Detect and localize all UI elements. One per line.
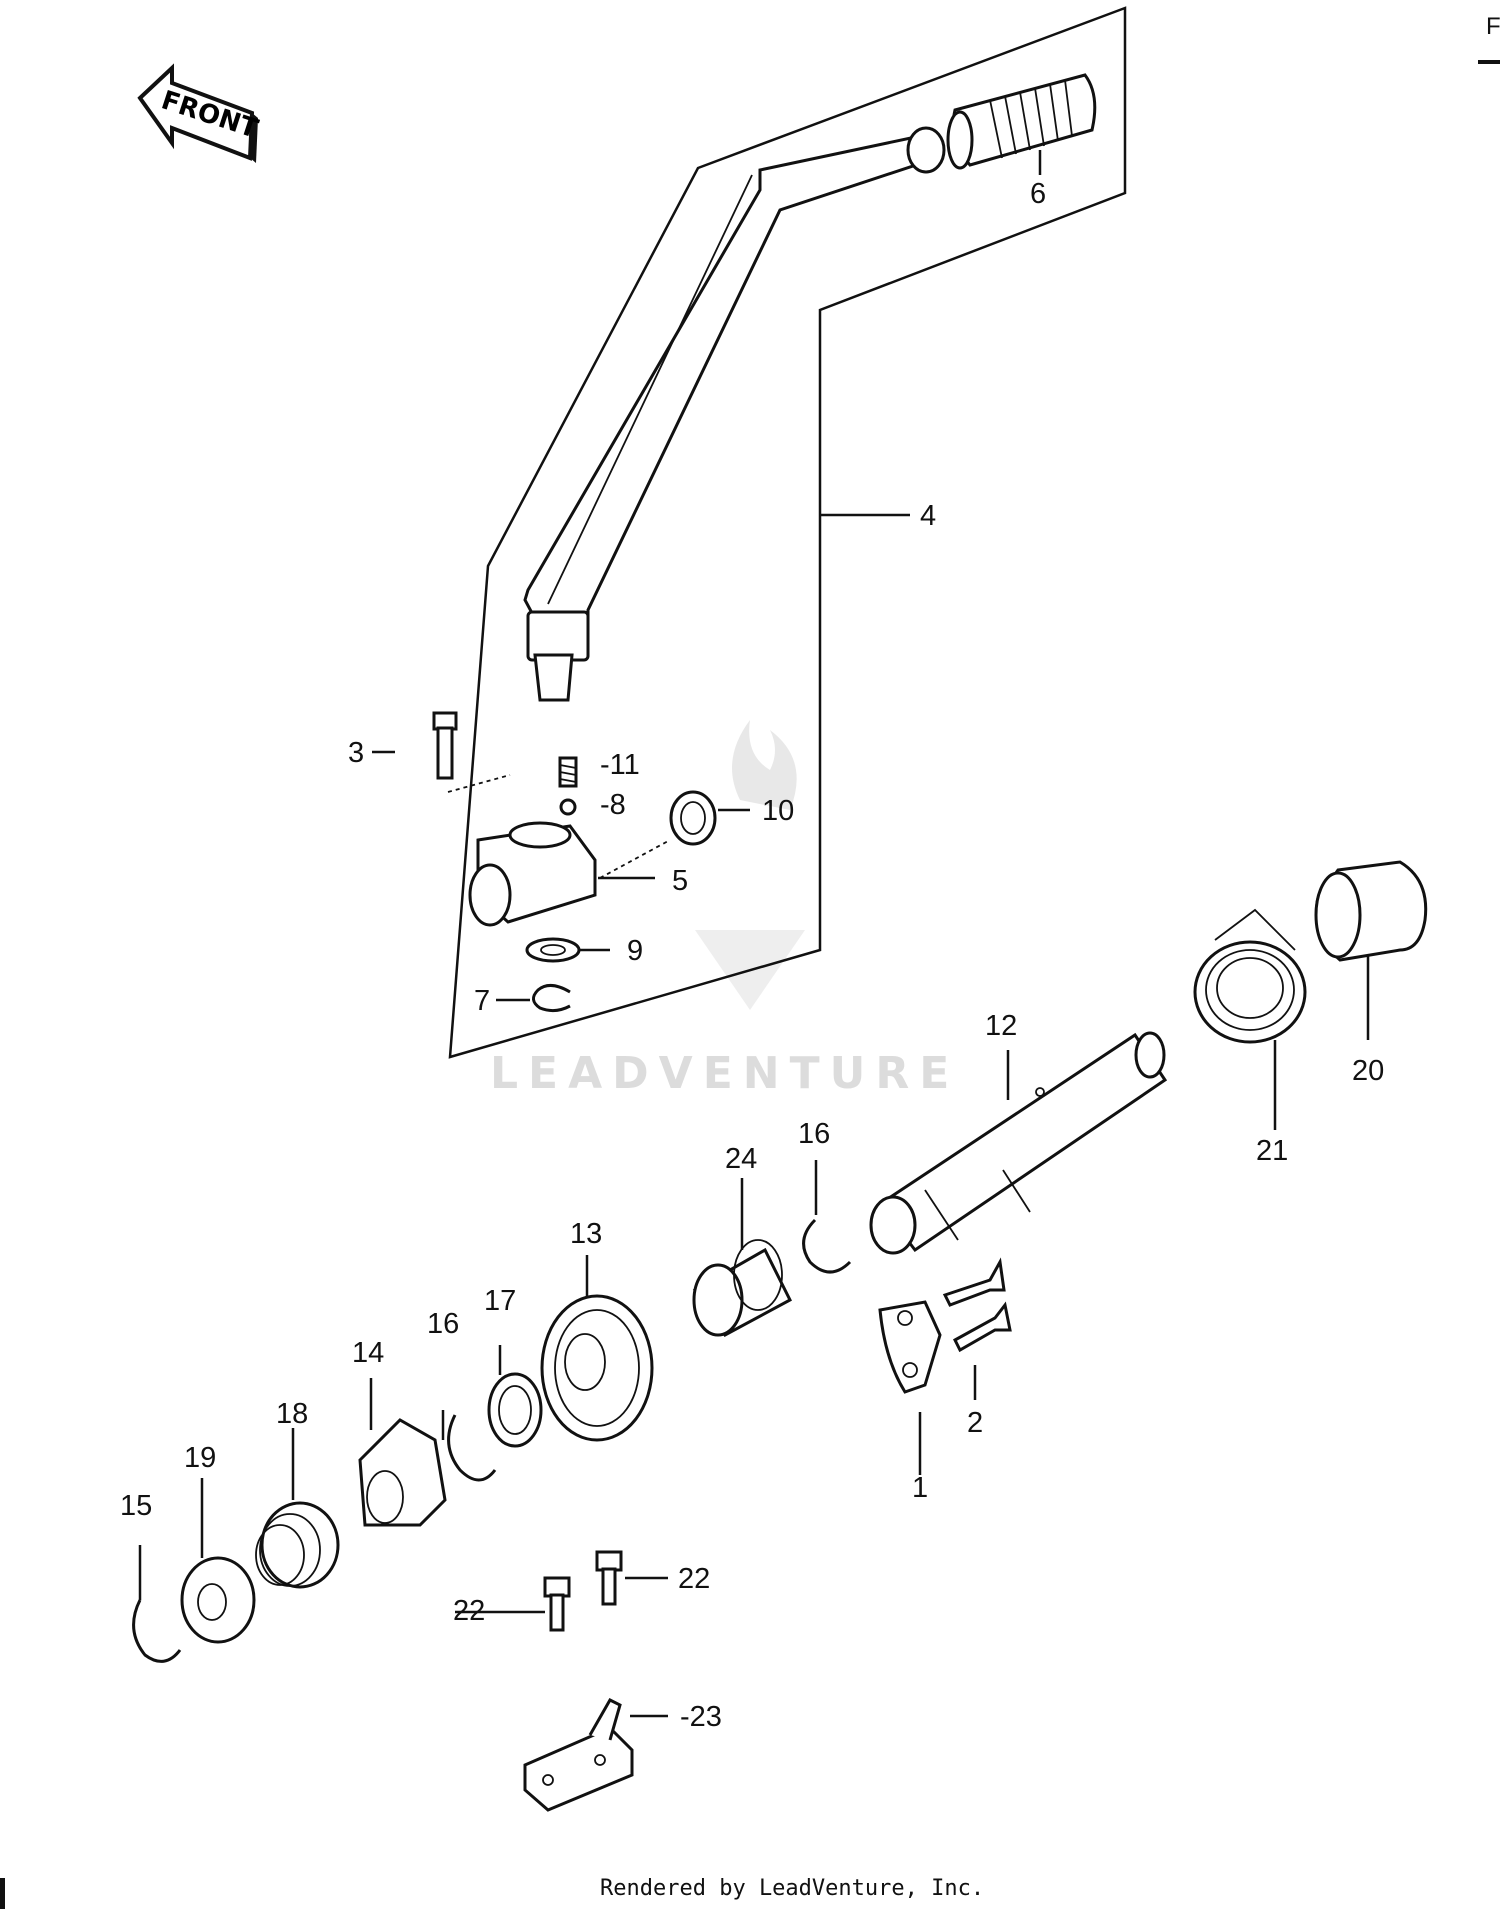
callout-21: 21	[1256, 1135, 1288, 1167]
bolt-3	[432, 711, 511, 793]
callout-7: 7	[474, 985, 490, 1017]
callout-23: -23	[680, 1701, 722, 1733]
washer-19	[180, 1556, 256, 1644]
spring-guide-20	[1314, 860, 1428, 962]
ratchet-14	[358, 1418, 447, 1527]
corner-mark: F	[1486, 13, 1500, 40]
callout-16a: 16	[798, 1118, 830, 1150]
return-spring-21	[1193, 908, 1307, 1044]
callout-labels: 1 2 3 4 5 6 7 -8 9 10 -11 12 13 14 15 16…	[120, 178, 1384, 1733]
ratchet-guide-plate-1	[878, 1300, 942, 1394]
washer-10	[669, 790, 717, 846]
callout-5: 5	[672, 865, 688, 897]
callout-4: 4	[920, 500, 936, 532]
circlip-16-upper	[802, 1218, 852, 1274]
circlip-16-lower	[447, 1414, 497, 1482]
callout-9: 9	[627, 935, 643, 967]
footer-credit: Rendered by LeadVenture, Inc.	[600, 1876, 984, 1901]
leadventure-watermark: LEADVENTURE	[490, 720, 959, 1099]
callout-22a: 22	[678, 1563, 710, 1595]
callout-8: -8	[600, 789, 626, 821]
callout-1: 1	[912, 1472, 928, 1504]
spring-18	[255, 1501, 340, 1589]
bushing-24	[692, 1239, 792, 1337]
callout-24: 24	[725, 1143, 757, 1175]
watermark-text: LEADVENTURE	[490, 1048, 959, 1099]
leader-lines	[138, 150, 1370, 1718]
kick-gear-13	[540, 1294, 654, 1442]
callout-3: 3	[348, 737, 364, 769]
front-arrow-icon: FRONT	[137, 63, 262, 163]
callout-13: 13	[570, 1218, 602, 1250]
bolts-22	[543, 1550, 623, 1632]
bracket-23	[523, 1698, 634, 1812]
spring-11	[558, 756, 578, 788]
callout-18: 18	[276, 1398, 308, 1430]
screws-2	[942, 1257, 1012, 1353]
callout-22b: 22	[453, 1595, 485, 1627]
callout-20: 20	[1352, 1055, 1384, 1087]
circlip-15	[132, 1599, 182, 1663]
callout-6: 6	[1030, 178, 1046, 210]
callout-12: 12	[985, 1010, 1017, 1042]
callout-16b: 16	[427, 1308, 459, 1340]
ball-8	[559, 798, 577, 816]
callout-15: 15	[120, 1490, 152, 1522]
callout-2: 2	[967, 1407, 983, 1439]
kick-pedal-rubber	[946, 73, 1097, 170]
washer-17	[487, 1372, 543, 1448]
callout-19: 19	[184, 1442, 216, 1474]
kick-pedal-assembly-outline	[448, 6, 1127, 1059]
callout-10: 10	[762, 795, 794, 827]
callout-11: -11	[600, 749, 640, 781]
callout-14: 14	[352, 1337, 384, 1369]
kick-shaft-12	[869, 1031, 1168, 1255]
callout-17: 17	[484, 1285, 516, 1317]
left-edge-mark	[0, 1878, 5, 1909]
circlip-7	[532, 984, 571, 1013]
kick-boss-5	[468, 821, 597, 927]
kick-arm	[523, 126, 946, 702]
washer-9	[525, 937, 581, 963]
